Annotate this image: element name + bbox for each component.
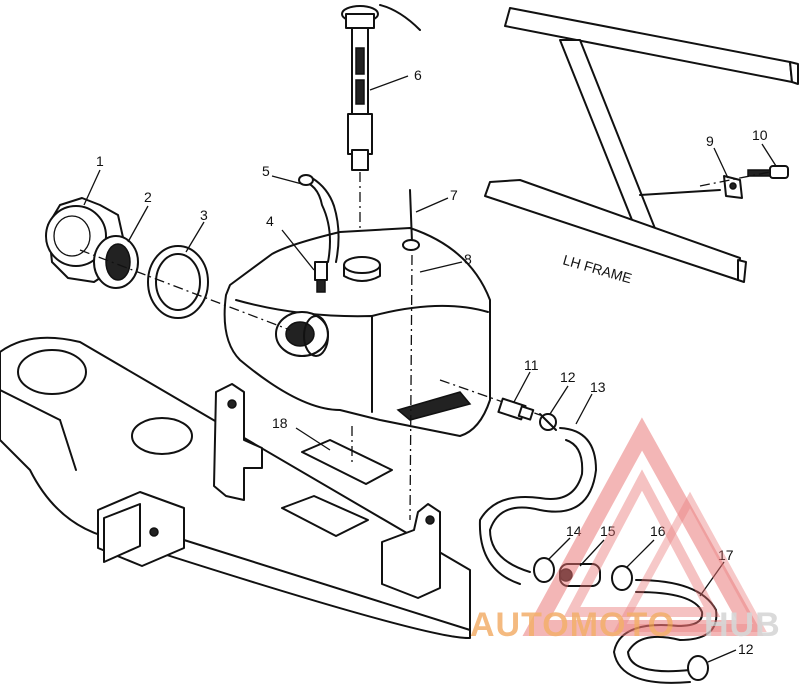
fuel-cap [45,197,125,283]
watermark-text-hub: HUB [704,606,781,644]
callout-13: 13 [590,379,606,395]
callout-15: 15 [600,523,616,539]
callout-7: 7 [450,187,458,203]
callout-5: 5 [262,163,270,179]
callout-4: 4 [266,213,274,229]
hose-clamp-12-lower [687,655,709,681]
hose-clamp-upper [539,413,557,431]
callout-17: 17 [718,547,734,563]
lh-frame [484,7,799,283]
right-bracket [381,503,441,599]
callout-8: 8 [464,251,472,267]
callout-10: 10 [752,127,768,143]
callout-16: 16 [650,523,666,539]
fuel-gauge-sender [341,5,379,258]
mount-bracket-9 [723,175,743,199]
callout-9: 9 [706,133,714,149]
callout-2: 2 [144,189,152,205]
hose-clamp-14 [533,557,555,583]
callout-11: 11 [524,357,539,373]
fuel-hose [478,427,597,585]
left-bracket [213,383,263,501]
cap-gasket [93,235,139,289]
hose-clamp-16 [611,565,633,591]
callout-6: 6 [414,67,422,83]
watermark-text-automoto: AUTOMOTO [470,606,675,644]
callout-18: 18 [272,415,288,431]
callout-3: 3 [200,207,208,223]
fuel-tank [223,227,491,437]
watermark-logo-triangle [522,417,767,636]
callout-1: 1 [96,153,104,169]
callout-12: 12 [560,369,576,385]
seal-ring [147,245,209,319]
mount-screw-10 [747,165,789,179]
leader-lines [83,75,777,663]
gauge-rod [402,189,420,521]
fuel-fitting [497,397,535,421]
vent-hose [298,174,340,293]
lh-frame-label: LH FRAME [561,252,633,287]
filler-neck [275,311,329,357]
rubber-pad [301,426,393,485]
watermark: AUTOMOTO HUB [470,417,781,644]
callout-12-lower: 12 [738,641,754,657]
